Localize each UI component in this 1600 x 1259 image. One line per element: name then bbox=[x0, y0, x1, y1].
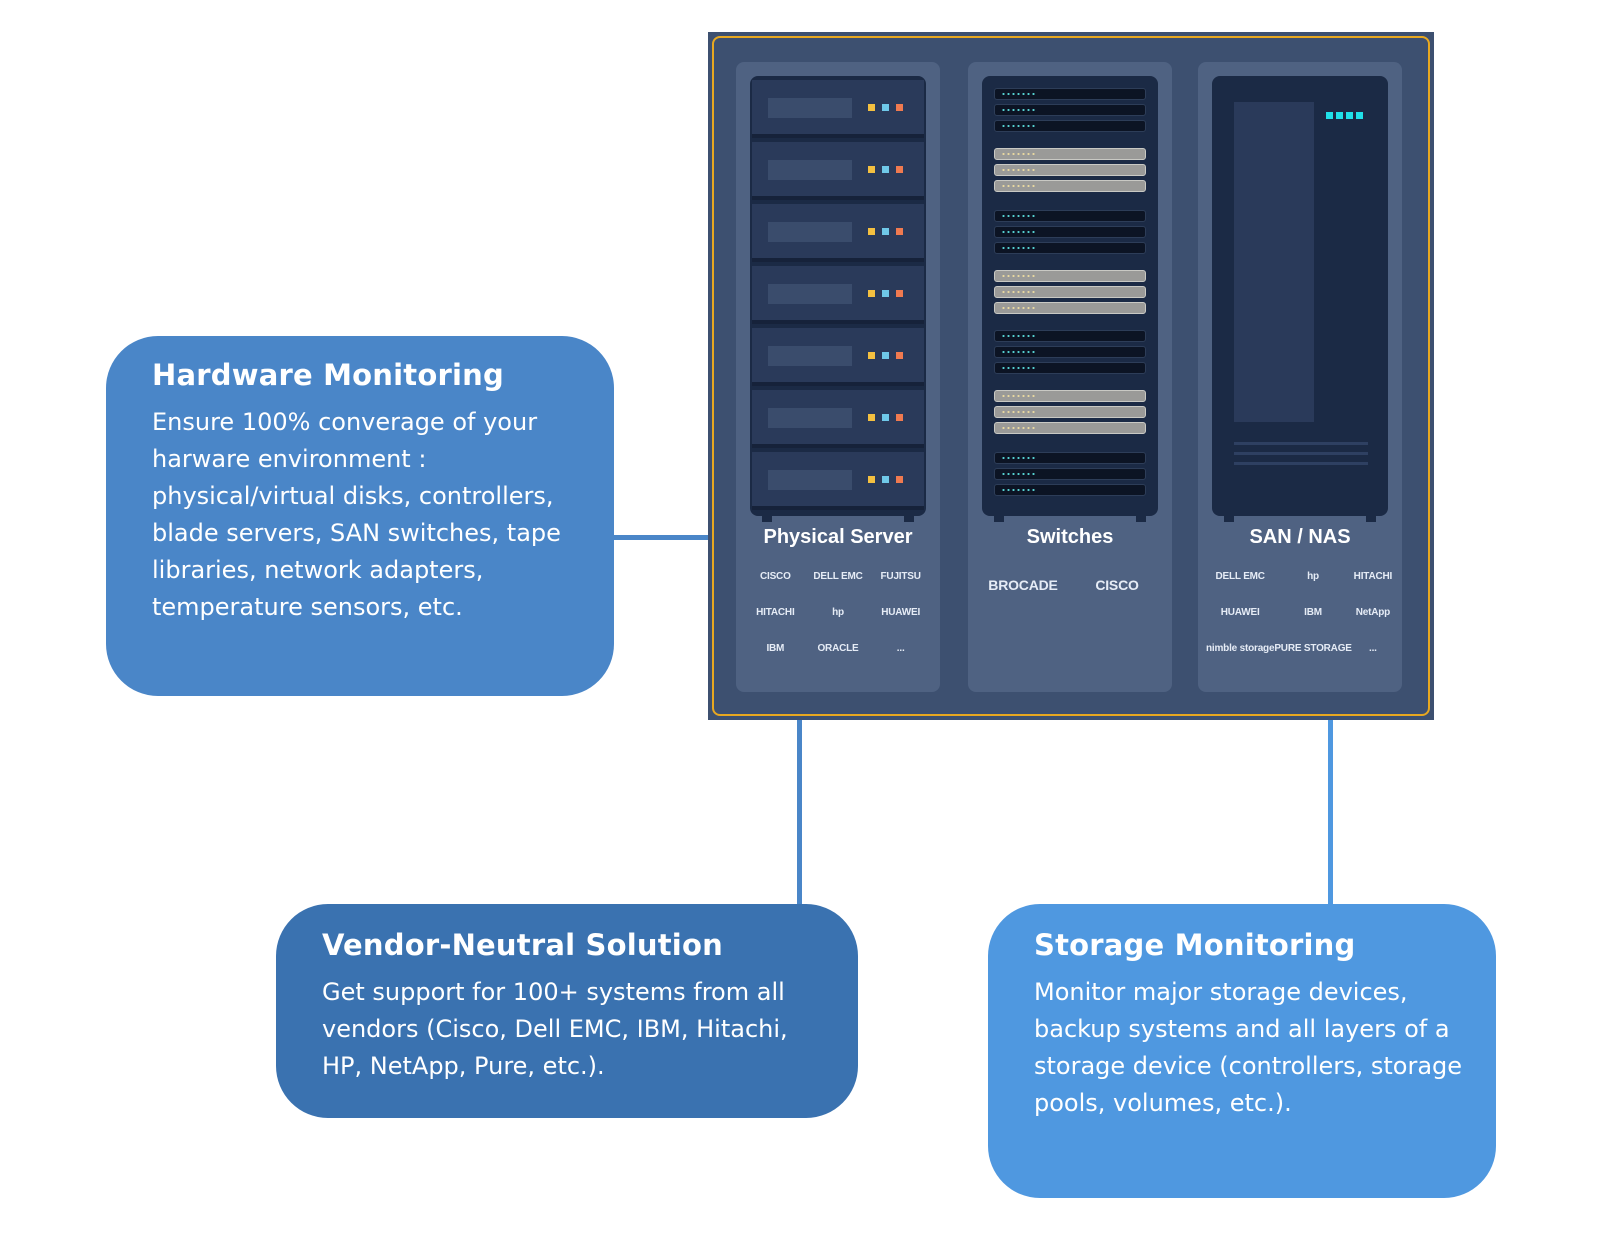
switch-rack bbox=[982, 76, 1158, 516]
vendor-connector-vertical bbox=[797, 712, 802, 906]
physical-server-column: Physical Server CISCO DELL EMC FUJITSU H… bbox=[736, 62, 940, 692]
vendor-neutral-body: Get support for 100+ systems from all ve… bbox=[322, 978, 788, 1080]
huawei-logo: HUAWEI bbox=[1220, 607, 1260, 618]
storage-vent bbox=[1234, 462, 1368, 465]
rack-feet bbox=[994, 514, 1146, 522]
switch-group-light bbox=[994, 148, 1146, 196]
storage-connector-vertical bbox=[1328, 596, 1333, 906]
storage-monitoring-body: Monitor major storage devices, backup sy… bbox=[1034, 978, 1463, 1117]
storage-monitoring-title: Storage Monitoring bbox=[1034, 928, 1356, 962]
physical-server-vendor-logos: CISCO DELL EMC FUJITSU HITACHI hp HUAWEI… bbox=[744, 566, 932, 660]
server-unit bbox=[752, 328, 924, 386]
switches-title: Switches bbox=[1026, 526, 1114, 548]
switch-group-dark bbox=[994, 452, 1146, 500]
hp-logo: hp bbox=[832, 607, 844, 618]
ibm-logo: IBM bbox=[766, 643, 785, 654]
hardware-monitoring-title: Hardware Monitoring bbox=[152, 358, 504, 392]
switch-group-light bbox=[994, 270, 1146, 318]
switch-group-light bbox=[994, 390, 1146, 438]
server-unit bbox=[752, 142, 924, 200]
nimble-storage-logo: nimble storage bbox=[1206, 643, 1275, 654]
dell-emc-logo: DELL EMC bbox=[813, 571, 863, 582]
ibm-logo: IBM bbox=[1304, 607, 1322, 618]
server-unit bbox=[752, 80, 924, 138]
switch-group-dark bbox=[994, 210, 1146, 258]
switch-group-dark bbox=[994, 88, 1146, 136]
hardware-monitoring-callout: Hardware Monitoring Ensure 100% converag… bbox=[106, 336, 614, 696]
san-nas-vendor-logos: DELL EMC hp HITACHI HUAWEI IBM NetApp ni… bbox=[1206, 566, 1394, 660]
equipment-panel: Physical Server CISCO DELL EMC FUJITSU H… bbox=[708, 32, 1434, 720]
hitachi-logo: HITACHI bbox=[756, 607, 795, 618]
rack-feet bbox=[762, 514, 914, 522]
server-rack bbox=[750, 76, 926, 516]
brocade-logo: BROCADE bbox=[988, 577, 1058, 593]
oracle-logo: ORACLE bbox=[817, 643, 859, 654]
fujitsu-logo: FUJITSU bbox=[880, 571, 921, 582]
hitachi-logo: HITACHI bbox=[1353, 571, 1393, 582]
physical-server-title: Physical Server bbox=[763, 526, 913, 548]
hardware-monitoring-body: Ensure 100% converage of your harware en… bbox=[152, 408, 561, 621]
storage-door bbox=[1234, 102, 1314, 422]
vendor-neutral-callout: Vendor-Neutral Solution Get support for … bbox=[276, 904, 858, 1118]
hp-logo: hp bbox=[1307, 571, 1319, 582]
server-unit bbox=[752, 204, 924, 262]
storage-monitoring-callout: Storage Monitoring Monitor major storage… bbox=[988, 904, 1496, 1198]
panel-border bbox=[712, 36, 1430, 716]
san-nas-title: SAN / NAS bbox=[1249, 526, 1351, 548]
huawei-logo: HUAWEI bbox=[881, 607, 921, 618]
dell-emc-logo: DELL EMC bbox=[1215, 571, 1266, 582]
server-unit bbox=[752, 266, 924, 324]
cisco-logo: CISCO bbox=[1095, 577, 1139, 593]
server-unit bbox=[752, 390, 924, 448]
hardware-connector-horizontal bbox=[612, 535, 798, 540]
cisco-logo: CISCO bbox=[759, 571, 791, 582]
more-vendors-ellipsis: ... bbox=[1369, 643, 1377, 654]
server-unit bbox=[752, 452, 924, 510]
san-nas-column: SAN / NAS DELL EMC hp HITACHI HUAWEI IBM… bbox=[1198, 62, 1402, 692]
storage-vent bbox=[1234, 452, 1368, 455]
netapp-logo: NetApp bbox=[1355, 607, 1391, 618]
switches-vendor-logos: BROCADE CISCO bbox=[976, 574, 1164, 596]
more-vendors-ellipsis: ... bbox=[896, 643, 905, 654]
storage-status-leds bbox=[1326, 104, 1366, 119]
switch-group-dark bbox=[994, 330, 1146, 378]
vendor-neutral-title: Vendor-Neutral Solution bbox=[322, 928, 723, 962]
switches-column: Switches BROCADE CISCO bbox=[968, 62, 1172, 692]
storage-array bbox=[1212, 76, 1388, 516]
pure-storage-logo: PURE STORAGE bbox=[1274, 643, 1352, 654]
storage-vent bbox=[1234, 442, 1368, 445]
rack-feet bbox=[1224, 514, 1376, 522]
